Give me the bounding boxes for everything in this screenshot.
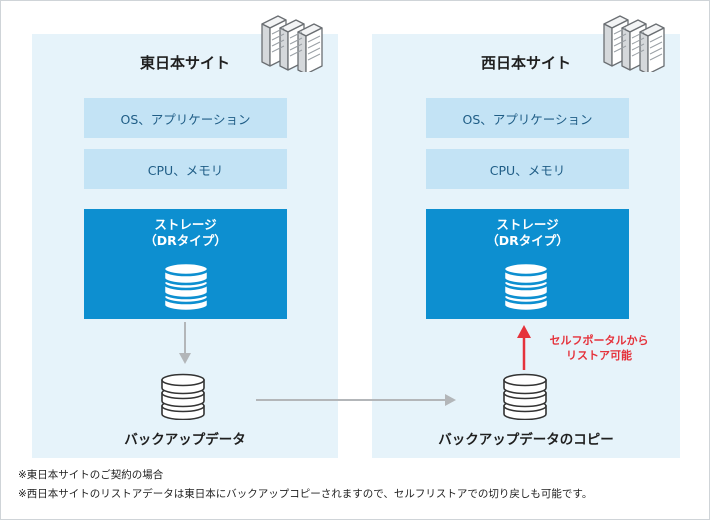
west-os-layer: OS、アプリケーション [426, 98, 629, 138]
portal-label-line1: セルフポータルから [549, 334, 649, 347]
portal-label-line2: リストア可能 [566, 349, 632, 362]
west-storage: ストレージ （DRタイプ） [426, 209, 629, 319]
database-icon [502, 259, 550, 311]
west-storage-label: ストレージ （DRタイプ） [426, 217, 629, 249]
database-icon [162, 259, 210, 311]
east-backup-label: バックアップデータ [124, 432, 246, 448]
copy-arrow [256, 394, 456, 406]
server-rack-icon [600, 10, 672, 76]
note-2: ※西日本サイトのリストアデータは東日本にバックアップコピーされますので、セルフリ… [18, 488, 593, 500]
east-storage-line2: （DRタイプ） [144, 233, 227, 248]
west-backup-label: バックアップデータのコピー [438, 432, 614, 448]
east-storage-label: ストレージ （DRタイプ） [84, 217, 287, 249]
west-site-panel: 西日本サイト OS、アプリケーション CPU、メモリ ストレージ （DRタイプ） [372, 34, 680, 458]
east-backup-database-icon [160, 372, 206, 420]
east-cpu-layer: CPU、メモリ [84, 149, 287, 189]
self-portal-restore-label: セルフポータルから リストア可能 [540, 333, 658, 363]
east-storage-line1: ストレージ [154, 217, 217, 232]
restore-arrow [517, 325, 531, 370]
east-storage: ストレージ （DRタイプ） [84, 209, 287, 319]
east-site-panel: 東日本サイト OS、アプリケーション CPU、メモリ ストレージ （DRタイプ） [32, 34, 338, 458]
note-1: ※東日本サイトのご契約の場合 [18, 469, 164, 481]
west-cpu-layer: CPU、メモリ [426, 149, 629, 189]
east-site-title: 東日本サイト [139, 54, 230, 72]
west-storage-line1: ストレージ [496, 217, 559, 232]
east-os-layer: OS、アプリケーション [84, 98, 287, 138]
west-storage-line2: （DRタイプ） [486, 233, 569, 248]
west-site-title: 西日本サイト [480, 54, 571, 72]
server-rack-icon [258, 10, 330, 76]
down-arrow [179, 322, 191, 364]
west-backup-database-icon [502, 372, 548, 420]
